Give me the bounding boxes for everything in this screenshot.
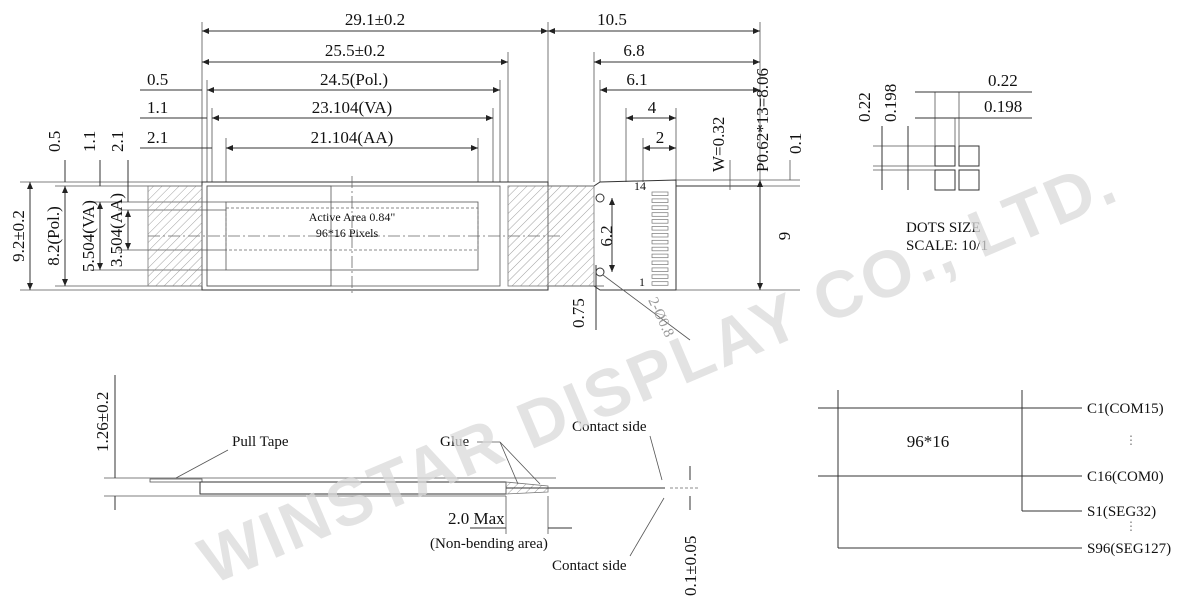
common-first-label: C1(COM15) (1087, 401, 1164, 417)
dim-fpc-height: 9 (775, 232, 794, 241)
dim-glass-length: 25.5±0.2 (325, 41, 385, 60)
dim-pin-width: W=0.32 (709, 117, 728, 172)
dim-pol-height: 8.2(Pol.) (44, 206, 63, 266)
alignment-hole-top (595, 193, 605, 203)
fpc-pin-13 (651, 198, 669, 203)
dot-3 (934, 169, 956, 191)
dot-pitch-horizontal: 0.22 (988, 71, 1018, 90)
left-dimension-labels: 0.5 1.1 2.1 9.2±0.2 8.2(Pol.) 5.504(VA) … (9, 131, 127, 272)
block-diagram: 96*16 C1(COM15) ⋮ C16(COM0) S1(SEG32) ⋮ … (818, 390, 1171, 557)
pin-label-14: 14 (634, 179, 646, 193)
dim-height: 9.2±0.2 (9, 210, 28, 262)
side-view: 1.26±0.2 Pull Tape Glue Contact side 2.0… (93, 375, 700, 596)
fpc-pins (651, 191, 669, 286)
common-last-label: C16(COM0) (1087, 469, 1164, 485)
dot-1 (934, 145, 956, 167)
resolution-label: 96*16 (907, 432, 950, 451)
glue-label: Glue (440, 434, 470, 450)
dim-thickness: 1.26±0.2 (93, 392, 112, 452)
left-dimension-lines (20, 160, 226, 291)
fpc-pin-9 (651, 226, 669, 231)
fpc-pin-4 (651, 260, 669, 265)
dot-pitch-vertical: 0.22 (855, 92, 874, 122)
dim-active-area-length: 21.104(AA) (311, 128, 394, 147)
dim-fpc-bottom: 0.75 (569, 298, 588, 328)
fpc-pin-11 (651, 212, 669, 217)
pixel-count-label: 96*16 Pixels (316, 226, 379, 240)
dim-fpc-b: 6.1 (626, 70, 647, 89)
dot-4 (958, 169, 980, 191)
dots-size-title: DOTS SIZE (906, 220, 981, 236)
segment-first-label: S1(SEG32) (1087, 504, 1156, 520)
fpc-pin-6 (651, 246, 669, 252)
fpc-pin-10 (651, 219, 669, 224)
pull-tape-strip (149, 478, 203, 483)
dim-pol-offset: 0.5 (147, 70, 168, 89)
dim-pin-pitch: P0.62*13=8.06 (753, 68, 772, 172)
fpc-pin-5 (651, 253, 669, 259)
dim-fpc-a: 6.8 (623, 41, 644, 60)
segment-ellipsis: ⋮ (1125, 519, 1137, 533)
pin-label-1: 1 (639, 275, 645, 289)
dots-scale: SCALE: 10/1 (906, 238, 988, 254)
dots-size-detail: 0.22 0.198 0.22 0.198 DOTS SIZE SCALE: 1… (855, 71, 1032, 254)
fpc-pin-12 (651, 205, 669, 210)
module-top-view: Active Area 0.84" 96*16 Pixels (147, 176, 560, 296)
dim-hole-span: 6.2 (597, 225, 616, 246)
fpc-pin-7 (651, 239, 669, 245)
dim-overall-length: 29.1±0.2 (345, 10, 405, 29)
dim-va-offset: 1.1 (147, 98, 168, 117)
contact-side-bottom-label: Contact side (552, 558, 627, 574)
dim-va-height: 5.504(VA) (79, 200, 98, 272)
dim-aa-offset: 2.1 (147, 128, 168, 147)
top-dimension-labels: 29.1±0.2 25.5±0.2 24.5(Pol.) 23.104(VA) … (147, 10, 664, 147)
dim-max-length: 2.0 Max (448, 509, 505, 528)
dim-polarizer-length: 24.5(Pol.) (320, 70, 388, 89)
non-bending-label: (Non-bending area) (430, 536, 548, 552)
contact-side-top-label: Contact side (572, 419, 647, 435)
dim-v-pol: 0.5 (45, 131, 64, 152)
segment-last-label: S96(SEG127) (1087, 541, 1171, 557)
dim-aa-height: 3.504(AA) (107, 193, 126, 267)
dim-fpc-thickness: 0.1±0.05 (681, 536, 700, 596)
active-area-label: Active Area 0.84" (309, 210, 396, 224)
common-ellipsis: ⋮ (1125, 433, 1137, 447)
dim-tail-length: 10.5 (597, 10, 627, 29)
dim-viewing-area-length: 23.104(VA) (312, 98, 392, 117)
dot-2 (958, 145, 980, 167)
dim-fpc-d: 2 (656, 128, 665, 147)
fpc-pin-14 (651, 191, 669, 196)
dim-fpc-edge: 0.1 (786, 133, 805, 154)
fpc-top-view: 14 1 6.2 0.75 2-Ø0.8 9 W=0.32 P0.62*13=8… (547, 68, 805, 341)
pull-tape-label: Pull Tape (232, 434, 289, 450)
dim-v-aa: 2.1 (108, 131, 127, 152)
alignment-hole-bottom (595, 267, 605, 277)
fpc-pin-3 (651, 267, 669, 272)
dim-fpc-c: 4 (648, 98, 657, 117)
fpc-pin-8 (651, 233, 669, 238)
dot-size-horizontal: 0.198 (984, 97, 1022, 116)
dot-size-vertical: 0.198 (881, 84, 900, 122)
fpc-pin-1 (651, 281, 669, 286)
top-dimension-lines (140, 22, 761, 182)
dim-v-va: 1.1 (80, 131, 99, 152)
fpc-pin-2 (651, 274, 669, 279)
